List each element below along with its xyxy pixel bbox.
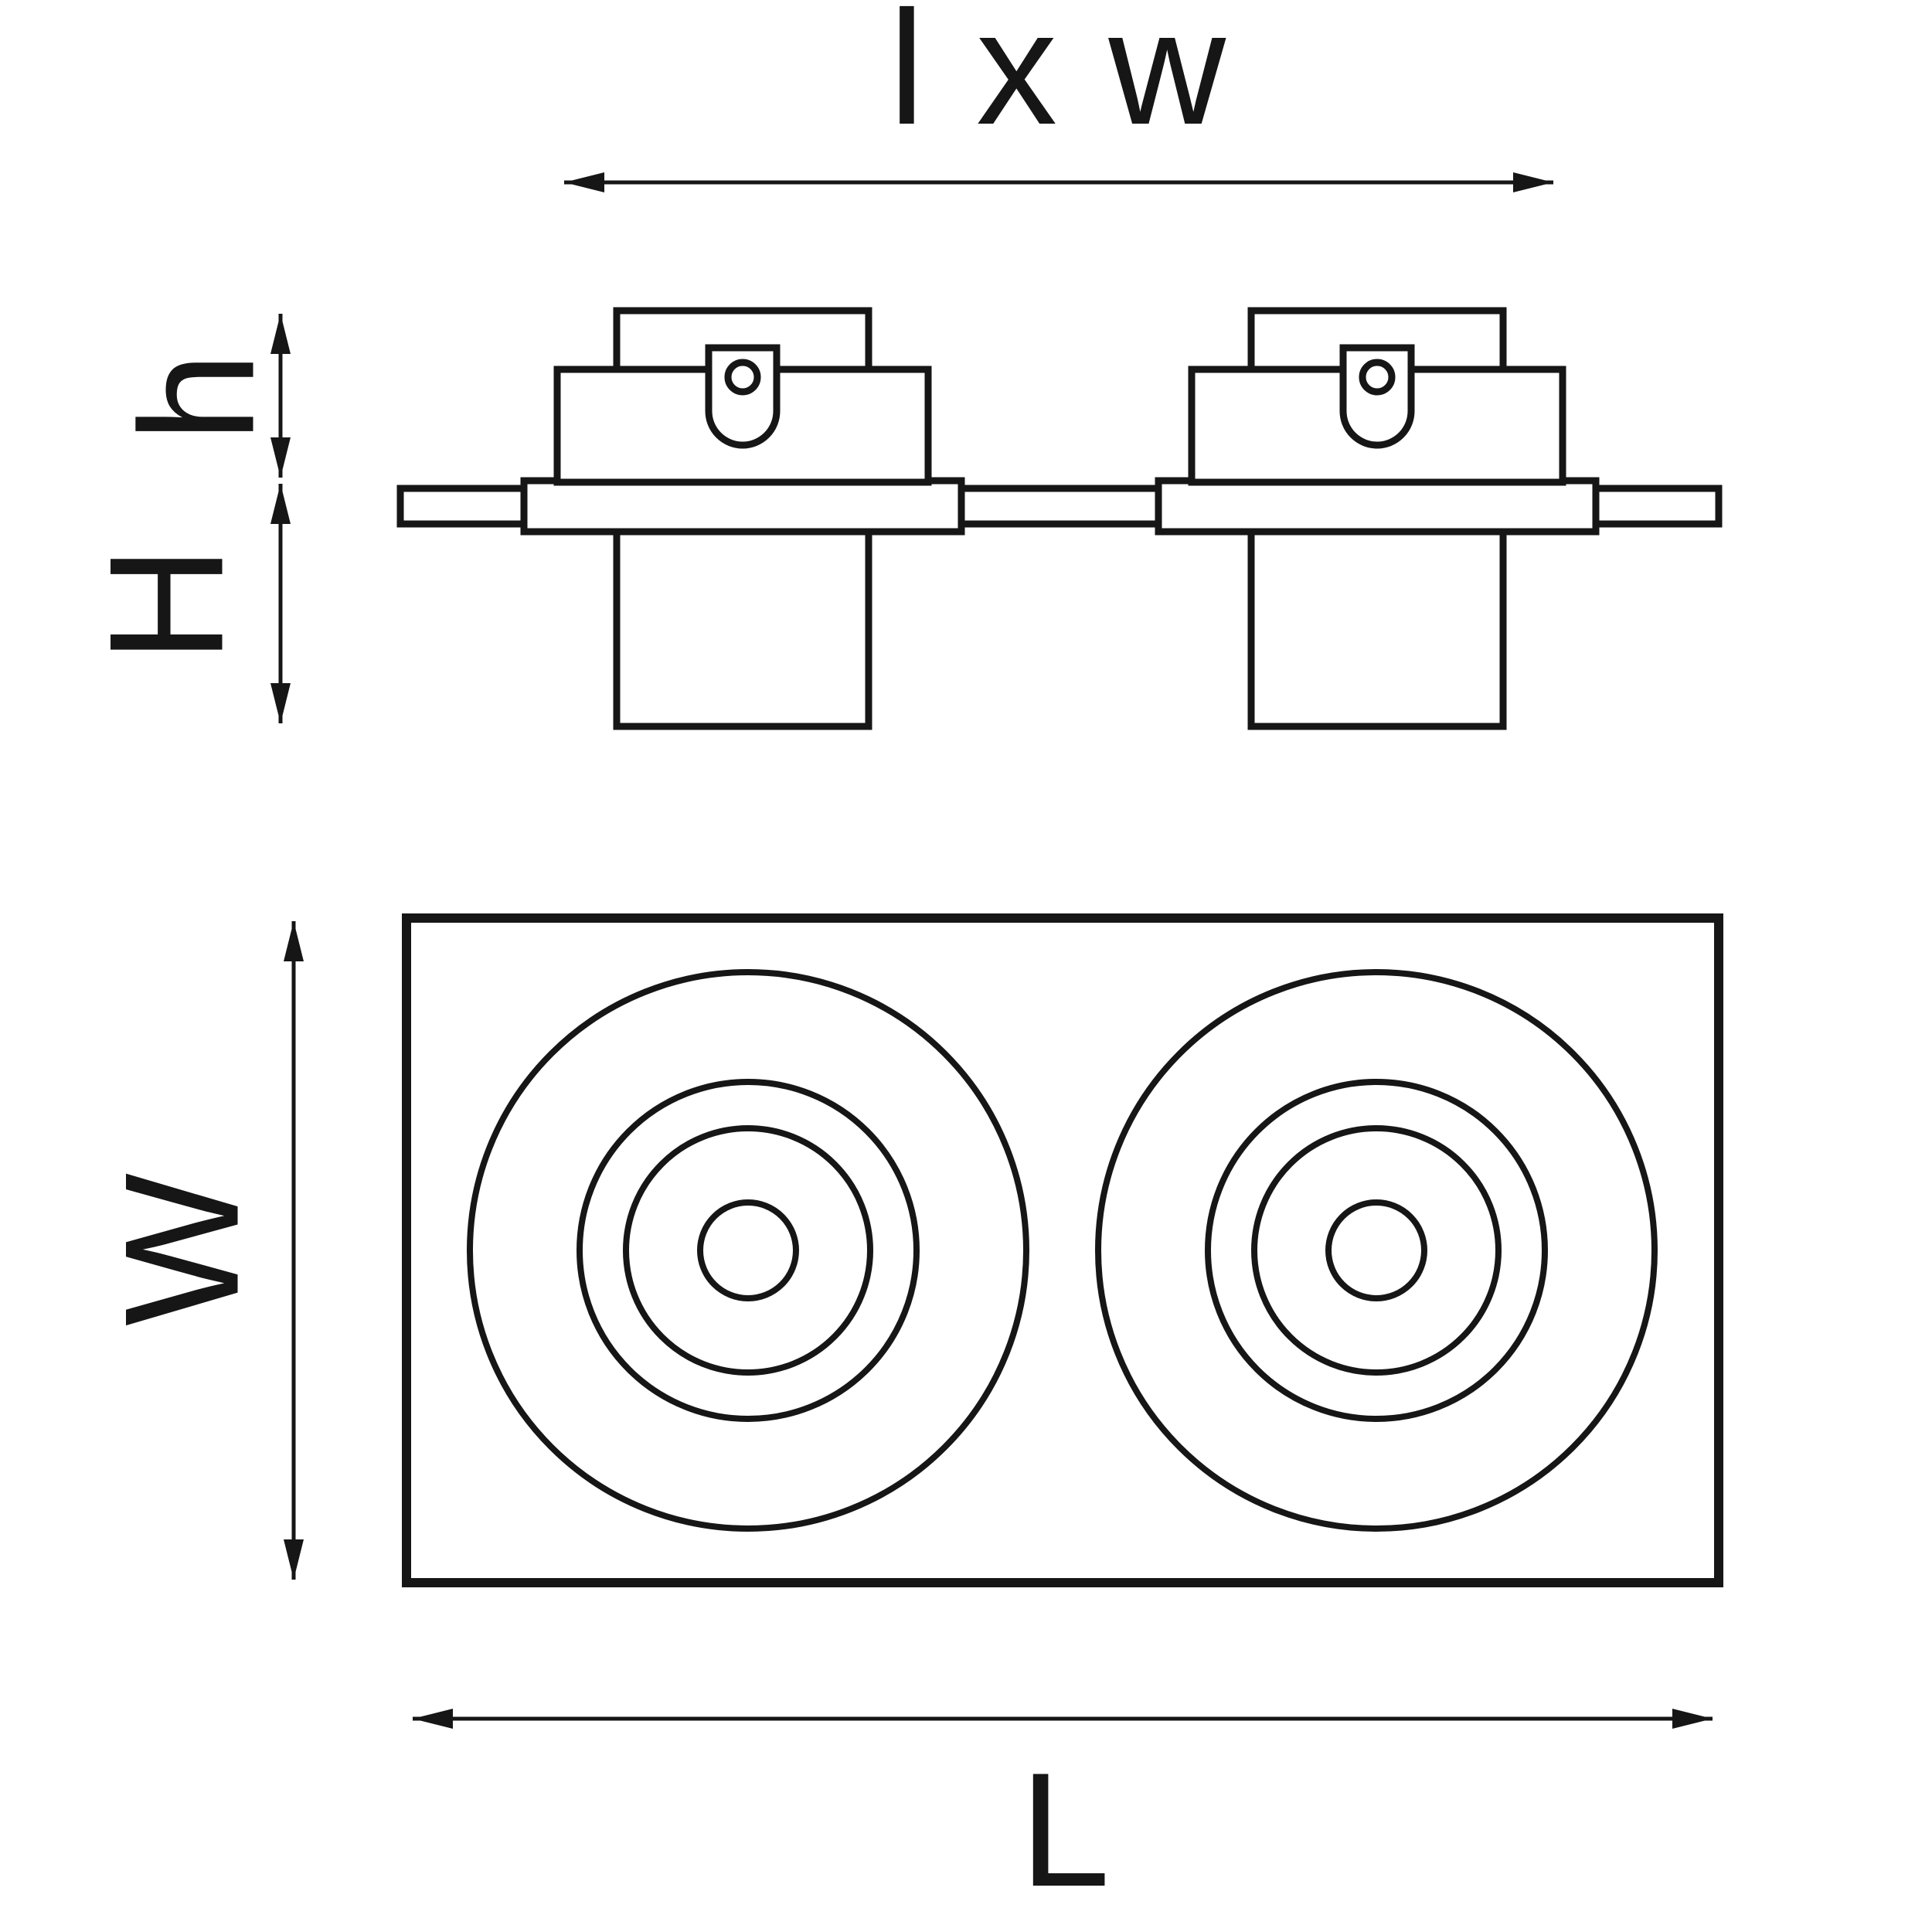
dimension-cutout: l x w	[564, 0, 1553, 192]
plate-segment-left	[396, 485, 528, 528]
dimension-length: L	[413, 1709, 1713, 1920]
length-label: L	[1020, 1739, 1114, 1920]
dimension-width: W	[91, 921, 304, 1580]
mounting-plate	[396, 477, 1723, 536]
spot-right	[1095, 969, 1658, 1532]
plate-segment-lamp-left	[520, 477, 965, 536]
spot-left	[467, 969, 1029, 1532]
plate-segment-middle	[957, 485, 1162, 528]
spot-ring-mid	[577, 1079, 920, 1422]
dimension-housing-height: h	[107, 314, 291, 478]
plan-view	[402, 913, 1723, 1587]
plate-segment-lamp-right	[1155, 477, 1600, 536]
spot-lens	[1325, 1199, 1427, 1301]
cutout-label: l x w	[889, 0, 1229, 158]
width-label: W	[91, 1170, 273, 1326]
lamp-housing-right	[1188, 307, 1566, 730]
spot-ring-inner	[1251, 1125, 1502, 1376]
dimension-total-height: H	[76, 484, 291, 723]
total-height-label: H	[76, 543, 257, 663]
spot-ring-mid	[1205, 1079, 1548, 1422]
recess-can	[1247, 528, 1507, 730]
clip-hole	[1359, 359, 1396, 396]
spot-ring-outer	[1095, 969, 1658, 1532]
lamp-housing-left	[553, 307, 932, 730]
spot-ring-inner	[623, 1125, 873, 1376]
plate-segment-right	[1592, 485, 1723, 528]
side-view	[396, 307, 1723, 730]
clip-hole	[724, 359, 761, 396]
recess-can	[613, 528, 872, 730]
spot-ring-outer	[467, 969, 1029, 1532]
spot-lens	[697, 1199, 799, 1301]
housing-height-label: h	[107, 349, 288, 443]
fixture-outline	[402, 913, 1723, 1587]
